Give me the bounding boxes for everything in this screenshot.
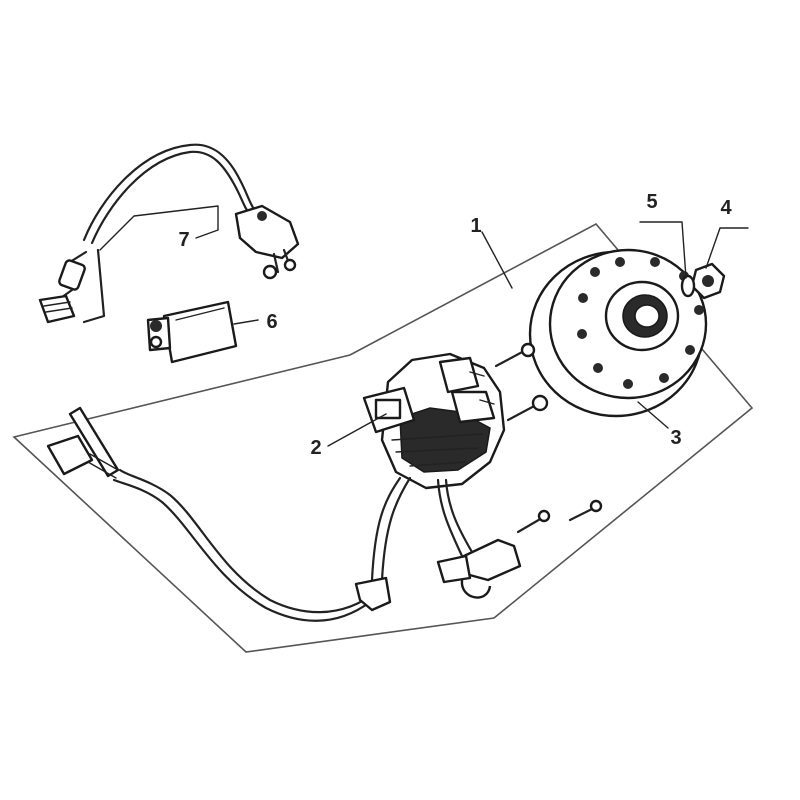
- wiring-harness: [46, 406, 522, 622]
- leader-lines: [99, 205, 749, 447]
- flywheel-part-3: [528, 248, 708, 418]
- callout-2: 2: [310, 437, 321, 459]
- callout-1: 1: [470, 215, 481, 237]
- callout-labels: 1 2 3 4 5 6 7: [178, 191, 732, 459]
- ignition-coil-part-7: [38, 143, 300, 324]
- leader-6: [233, 319, 259, 325]
- flywheel-holes: [577, 257, 704, 389]
- callout-6: 6: [266, 311, 277, 333]
- callout-5: 5: [646, 191, 657, 213]
- callout-7: 7: [178, 229, 189, 251]
- assembly-outline: [12, 222, 754, 653]
- callout-3: 3: [670, 427, 681, 449]
- callout-4: 4: [720, 197, 732, 219]
- leader-4: [705, 227, 749, 269]
- leader-7: [99, 205, 219, 251]
- leader-5: [639, 221, 687, 279]
- screws: [494, 342, 603, 534]
- regulator-part-6: [146, 300, 238, 364]
- leader-3: [637, 401, 669, 429]
- washer-part-5: [680, 274, 696, 298]
- leader-2: [327, 413, 387, 447]
- leader-1: [481, 231, 513, 289]
- stator-part-2: [362, 352, 506, 490]
